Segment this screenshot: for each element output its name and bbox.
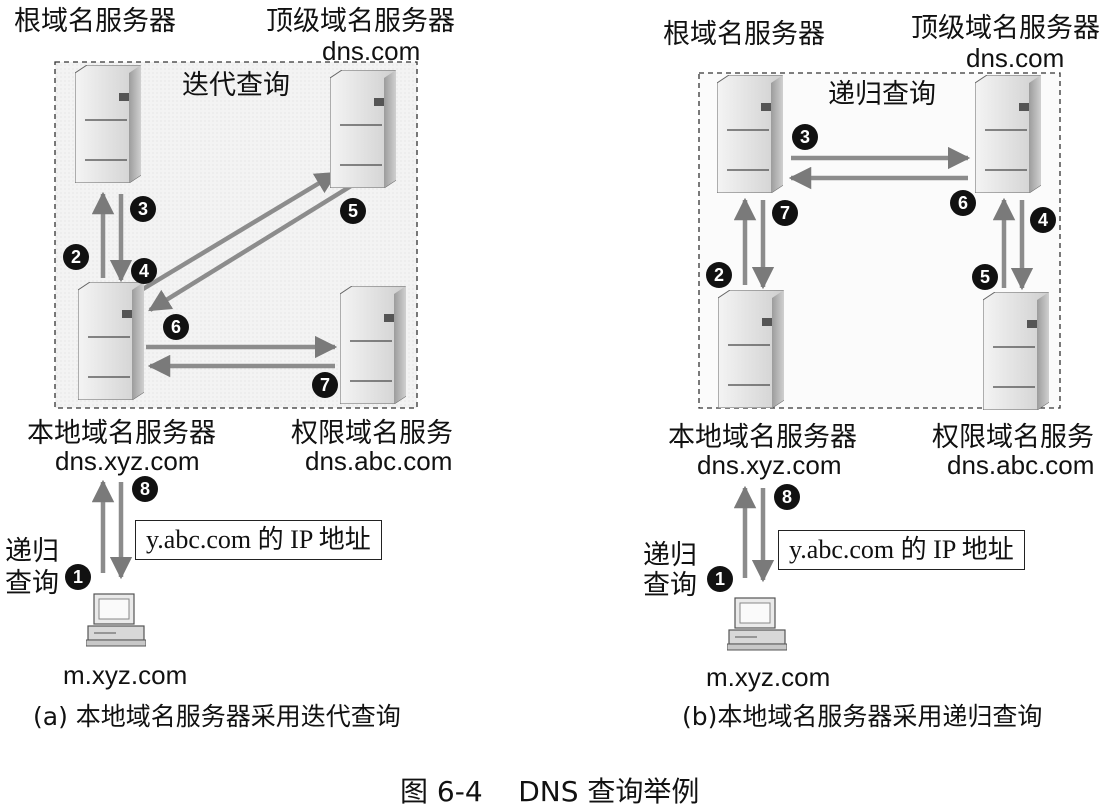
recursive-label-a-1: 递归 [5,536,59,567]
step-badge-b-8: 8 [774,484,800,510]
tld-server-b-icon [975,75,1041,193]
step-badge-a-5: 5 [340,198,366,224]
local-domain-label-a: dns.xyz.com [55,446,200,476]
tld-server-label-b: 顶级域名服务器 [911,13,1100,44]
step-badge-a-1: 1 [65,564,91,590]
local-server-label-b: 本地域名服务器 [668,422,857,453]
step-badge-a-6: 6 [163,314,189,340]
root-server-label-a: 根域名服务器 [14,6,176,37]
step-badge-a-4: 4 [131,258,157,284]
tld-server-a-icon [330,70,396,188]
local-server-label-a: 本地域名服务器 [27,418,216,449]
root-server-b-icon [717,75,783,193]
client-host-label-b: m.xyz.com [706,662,831,692]
step-badge-b-6: 6 [950,190,976,216]
arrow-a-5 [148,184,353,312]
auth-server-label-a: 权限域名服务 [291,418,453,449]
tld-domain-label-a: dns.com [322,36,421,66]
recursive-label-a-2: 查询 [5,568,59,599]
step-badge-b-3: 3 [792,124,818,150]
recursive-label-b-1: 递归 [643,540,697,571]
step-badge-b-7: 7 [772,200,798,226]
local-server-a-icon [78,282,144,400]
step-badge-a-8: 8 [132,476,158,502]
auth-server-label-b: 权限域名服务 [932,422,1094,453]
tld-server-label-a: 顶级域名服务器 [266,6,455,37]
local-server-b-icon [718,290,784,408]
recursive-label-b-2: 查询 [643,570,697,601]
tld-domain-label-b: dns.com [966,43,1065,73]
step-badge-b-4: 4 [1030,207,1056,233]
root-server-a-icon [75,65,141,183]
step-badge-b-5: 5 [972,264,998,290]
step-badge-a-2: 2 [63,244,89,270]
client-pc-a-icon [86,593,146,647]
root-server-label-b: 根域名服务器 [663,19,825,50]
client-host-label-a: m.xyz.com [63,660,188,690]
ip-answer-box-a: y.abc.com 的 IP 地址 [135,520,382,560]
query-mode-label-a: 迭代查询 [182,70,290,101]
step-badge-a-3: 3 [130,196,156,222]
arrow-a-4 [136,171,338,294]
auth-domain-label-a: dns.abc.com [305,446,453,476]
ip-answer-box-b: y.abc.com 的 IP 地址 [778,530,1025,570]
local-domain-label-b: dns.xyz.com [697,450,842,480]
query-mode-label-b: 递归查询 [828,79,936,110]
auth-server-a-icon [340,286,406,404]
step-badge-a-7: 7 [312,372,338,398]
auth-server-b-icon [983,292,1049,410]
auth-domain-label-b: dns.abc.com [947,450,1095,480]
caption-a: (a) 本地域名服务器采用迭代查询 [33,702,401,731]
client-pc-b-icon [727,597,787,651]
step-badge-b-2: 2 [706,262,732,288]
caption-b: (b)本地域名服务器采用递归查询 [682,702,1043,731]
step-badge-b-1: 1 [707,566,733,592]
figure-caption: 图 6-4 DNS 查询举例 [400,775,700,808]
